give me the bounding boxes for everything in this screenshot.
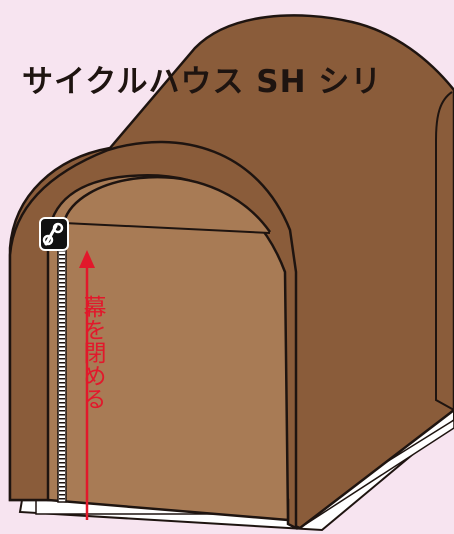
curtain-panel [46, 174, 290, 522]
curtain-label: 幕を閉める [79, 295, 107, 410]
arrow-up-icon [79, 250, 95, 520]
curtain-top-fold [62, 175, 272, 233]
zipper-track [57, 245, 67, 503]
zipper-pull-icon [39, 217, 69, 251]
cover-right-edge [435, 91, 454, 411]
page-title: サイクルハウス SH シリ [22, 64, 382, 100]
